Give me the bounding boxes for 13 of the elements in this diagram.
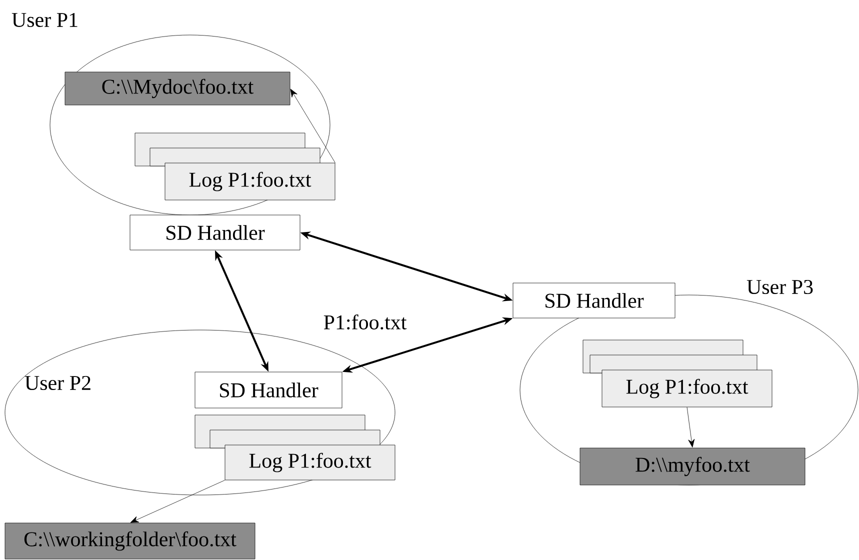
file-box: C:\\workingfolder\foo.txt xyxy=(4,522,256,560)
arrow xyxy=(686,407,695,448)
edge-label: P1:foo.txt xyxy=(322,313,408,331)
handler-box: SD Handler xyxy=(194,372,342,408)
handler-box: SD Handler xyxy=(130,214,300,250)
file-box: D:\\myfoo.txt xyxy=(580,448,806,486)
log-box: Log P1:foo.txt xyxy=(224,444,396,480)
arrow xyxy=(130,480,225,523)
node-label: User P3 xyxy=(746,280,813,294)
arrow xyxy=(290,88,336,163)
file-box: C:\\Mydoc\foo.txt xyxy=(64,72,290,106)
node-label: User P1 xyxy=(12,12,78,28)
handler-box: SD Handler xyxy=(512,282,676,318)
